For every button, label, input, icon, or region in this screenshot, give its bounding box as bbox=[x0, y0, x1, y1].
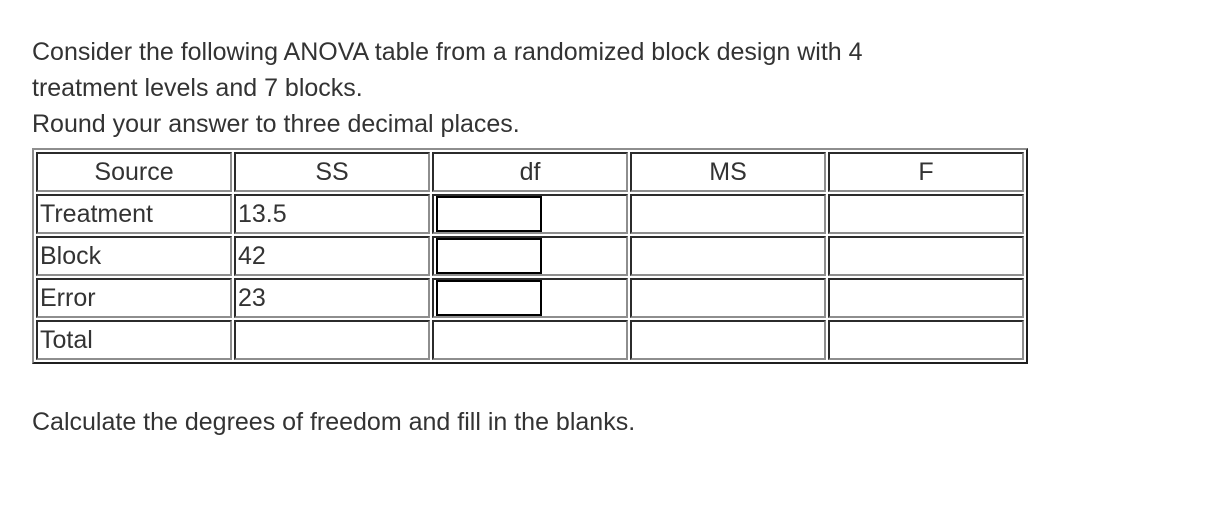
cell-source-block: Block bbox=[36, 236, 232, 276]
header-ms: MS bbox=[630, 152, 826, 192]
cell-source-total: Total bbox=[36, 320, 232, 360]
cell-ss-block: 42 bbox=[234, 236, 430, 276]
table-row-total: Total bbox=[36, 320, 1024, 360]
rounding-instruction: Round your answer to three decimal place… bbox=[32, 110, 520, 138]
df-input-block[interactable] bbox=[436, 238, 542, 274]
question-line-2: treatment levels and 7 blocks. bbox=[32, 74, 363, 102]
cell-f-treatment bbox=[828, 194, 1024, 234]
table-row-block: Block 42 bbox=[36, 236, 1024, 276]
header-df: df bbox=[432, 152, 628, 192]
task-instruction: Calculate the degrees of freedom and fil… bbox=[32, 408, 636, 436]
df-input-error[interactable] bbox=[436, 280, 542, 316]
question-page: Consider the following ANOVA table from … bbox=[32, 34, 1180, 436]
header-ss: SS bbox=[234, 152, 430, 192]
cell-f-error bbox=[828, 278, 1024, 318]
header-f: F bbox=[828, 152, 1024, 192]
cell-ms-treatment bbox=[630, 194, 826, 234]
cell-ss-total bbox=[234, 320, 430, 360]
anova-table: Source SS df MS F Treatment 13.5 Block 4… bbox=[32, 148, 1028, 364]
cell-source-treatment: Treatment bbox=[36, 194, 232, 234]
header-source: Source bbox=[36, 152, 232, 192]
cell-df-error bbox=[432, 278, 628, 318]
table-row-error: Error 23 bbox=[36, 278, 1024, 318]
cell-ms-block bbox=[630, 236, 826, 276]
cell-ss-error: 23 bbox=[234, 278, 430, 318]
cell-f-total bbox=[828, 320, 1024, 360]
df-input-treatment[interactable] bbox=[436, 196, 542, 232]
cell-source-error: Error bbox=[36, 278, 232, 318]
cell-df-block bbox=[432, 236, 628, 276]
question-text: Consider the following ANOVA table from … bbox=[32, 34, 1180, 142]
cell-ms-total bbox=[630, 320, 826, 360]
cell-f-block bbox=[828, 236, 1024, 276]
table-header-row: Source SS df MS F bbox=[36, 152, 1024, 192]
cell-ss-treatment: 13.5 bbox=[234, 194, 430, 234]
question-line-1: Consider the following ANOVA table from … bbox=[32, 38, 863, 66]
table-row-treatment: Treatment 13.5 bbox=[36, 194, 1024, 234]
cell-df-treatment bbox=[432, 194, 628, 234]
cell-ms-error bbox=[630, 278, 826, 318]
cell-df-total bbox=[432, 320, 628, 360]
